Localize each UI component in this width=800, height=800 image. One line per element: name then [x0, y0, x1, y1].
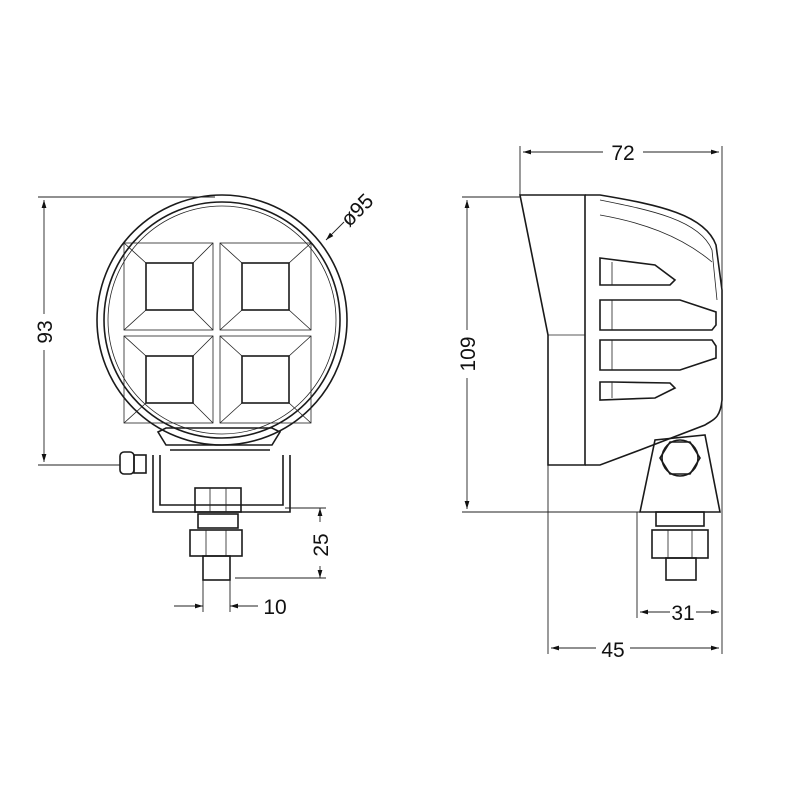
side-threaded-stud — [665, 557, 697, 581]
front-view: 93 ø95 25 10 — [30, 189, 378, 619]
dim-base-45: 45 — [601, 639, 624, 662]
bottom-lip — [156, 427, 282, 446]
side-washer — [655, 511, 705, 527]
led-quadrant — [123, 242, 214, 331]
led-quadrant — [219, 242, 312, 331]
dim-height-109: 109 — [457, 336, 480, 371]
led-quadrant — [219, 335, 312, 424]
dim-bracket-25: 25 — [310, 533, 333, 556]
dim-depth-72: 72 — [611, 142, 634, 165]
dim-stud-10: 10 — [263, 596, 286, 619]
mounting-bracket — [152, 455, 291, 513]
dim-height-93: 93 — [34, 320, 57, 343]
dim-bracket-31: 31 — [671, 602, 694, 625]
washer — [197, 513, 239, 529]
threaded-stud — [202, 555, 231, 581]
side-view: 72 109 31 45 — [454, 142, 723, 662]
bracket-bolt-head — [659, 441, 701, 475]
side-hex-nut — [651, 529, 709, 559]
led-quadrant — [123, 335, 214, 424]
cooling-fins — [599, 257, 717, 401]
housing-inner-ring — [103, 201, 341, 439]
dim-diameter-95: ø95 — [336, 189, 378, 231]
rear-housing — [519, 194, 586, 466]
led-array — [123, 242, 312, 424]
mount-nut — [194, 487, 242, 513]
side-screw — [119, 451, 135, 475]
hex-nut — [189, 529, 243, 557]
front-housing — [585, 194, 723, 466]
